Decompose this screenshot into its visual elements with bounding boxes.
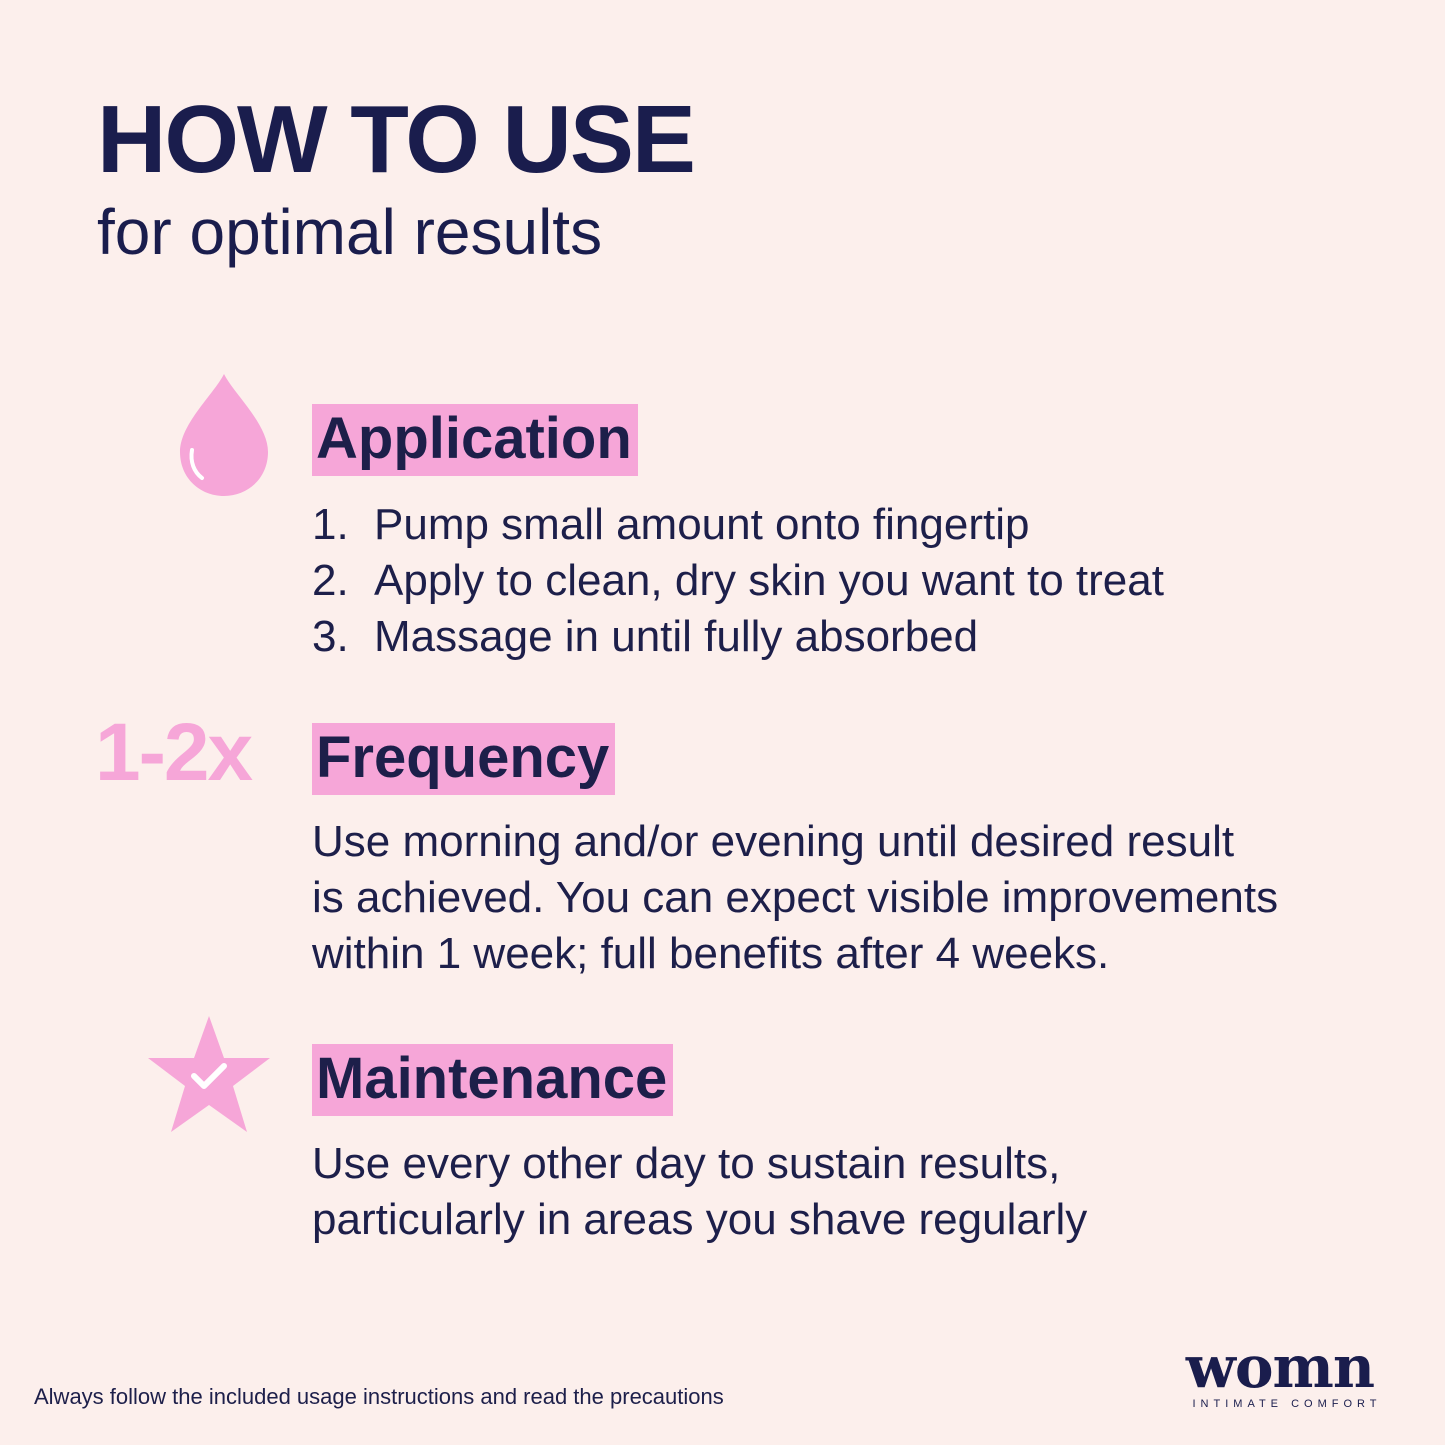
text-line: Use every other day to sustain results, [312, 1139, 1061, 1188]
frequency-text: Use morning and/or evening until desired… [312, 814, 1278, 982]
step-text: Pump small amount onto fingertip [374, 500, 1030, 549]
application-heading: Application [312, 404, 638, 476]
text-line: is achieved. You can expect visible impr… [312, 873, 1279, 922]
list-item: 1. Pump small amount onto fingertip [312, 497, 1164, 553]
logo-tagline: INTIMATE COMFORT [1192, 1398, 1382, 1410]
frequency-icon: 1-2x [95, 707, 253, 798]
footer-note: Always follow the included usage instruc… [34, 1384, 724, 1409]
brand-logo: womn INTIMATE COMFORT [1162, 1338, 1398, 1410]
frequency-heading: Frequency [312, 723, 616, 795]
text-line: within 1 week; full benefits after 4 wee… [312, 929, 1110, 978]
page-title: HOW TO USE [97, 86, 696, 193]
text-line: Use morning and/or evening until desired… [312, 817, 1235, 866]
step-number: 1. [312, 500, 349, 549]
step-number: 3. [312, 612, 349, 661]
maintenance-heading: Maintenance [312, 1044, 674, 1116]
logo-wordmark: womn [1185, 1333, 1375, 1401]
list-item: 2. Apply to clean, dry skin you want to t… [312, 553, 1164, 609]
step-text: Apply to clean, dry skin you want to tre… [374, 556, 1164, 605]
application-steps: 1. Pump small amount onto fingertip 2. App… [312, 497, 1164, 665]
list-item: 3. Massage in until fully absorbed [312, 609, 1164, 665]
drop-icon [180, 374, 268, 496]
step-text: Massage in until fully absorbed [374, 612, 979, 661]
step-number: 2. [312, 556, 349, 605]
page-subtitle: for optimal results [97, 196, 603, 268]
text-line: particularly in areas you shave regularl… [312, 1195, 1088, 1244]
maintenance-text: Use every other day to sustain results, … [312, 1136, 1087, 1248]
star-check-icon [148, 1016, 270, 1132]
